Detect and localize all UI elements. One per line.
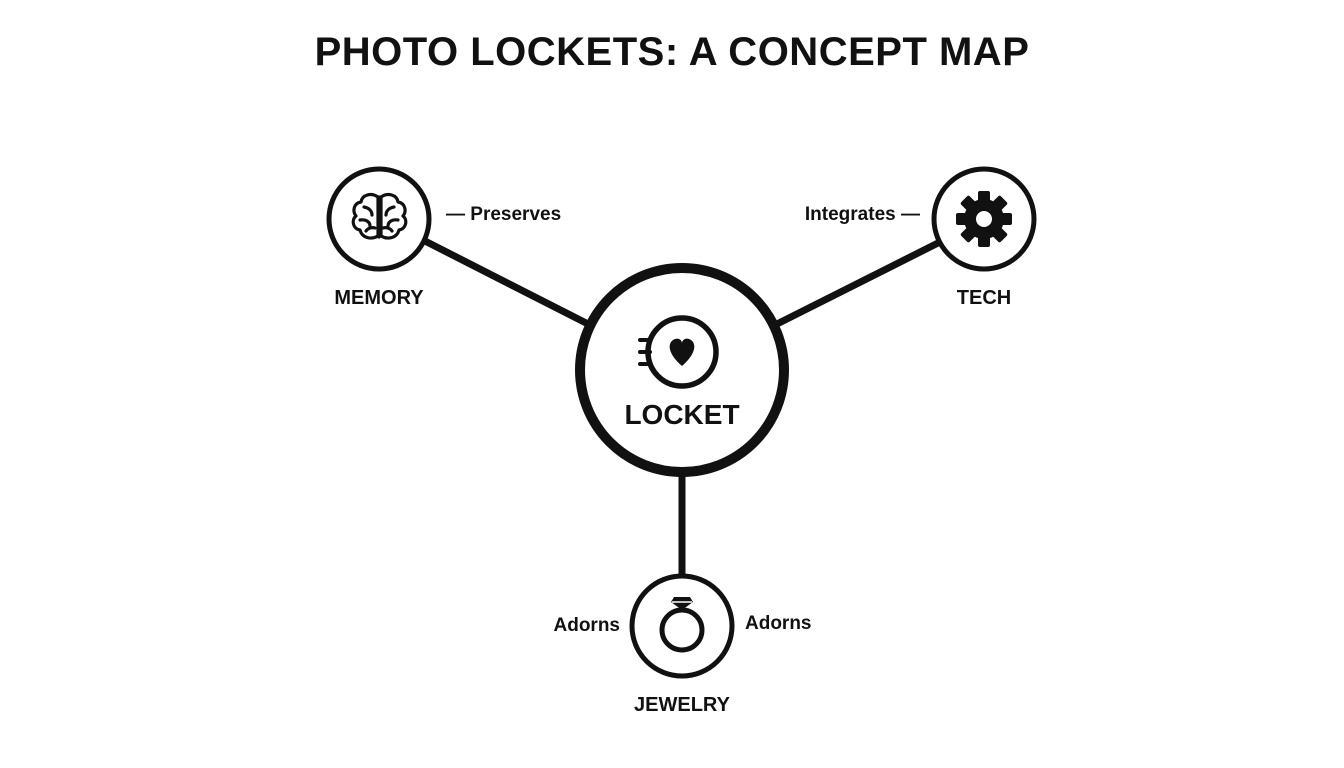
node-memory-label: MEMORY xyxy=(334,287,424,309)
gear-icon xyxy=(956,191,1012,247)
brain-icon xyxy=(351,192,408,240)
edge-tech xyxy=(771,239,942,329)
edge-memory xyxy=(419,236,594,329)
node-locket-label: LOCKET xyxy=(624,399,740,430)
edge-jewelry-right-label: Adorns xyxy=(745,613,812,634)
edge-memory-label: — Preserves xyxy=(446,204,562,225)
locket-heart-icon xyxy=(638,315,719,389)
diagram-title: PHOTO LOCKETS: A CONCEPT MAP xyxy=(314,30,1030,74)
edge-tech-label: Integrates — xyxy=(804,204,920,225)
node-jewelry-label: JEWELRY xyxy=(634,694,730,716)
node-jewelry xyxy=(629,573,735,679)
ring-icon xyxy=(659,597,705,653)
node-tech-label: TECH xyxy=(956,287,1012,309)
edge-jewelry-left-label: Adorns xyxy=(553,615,621,636)
